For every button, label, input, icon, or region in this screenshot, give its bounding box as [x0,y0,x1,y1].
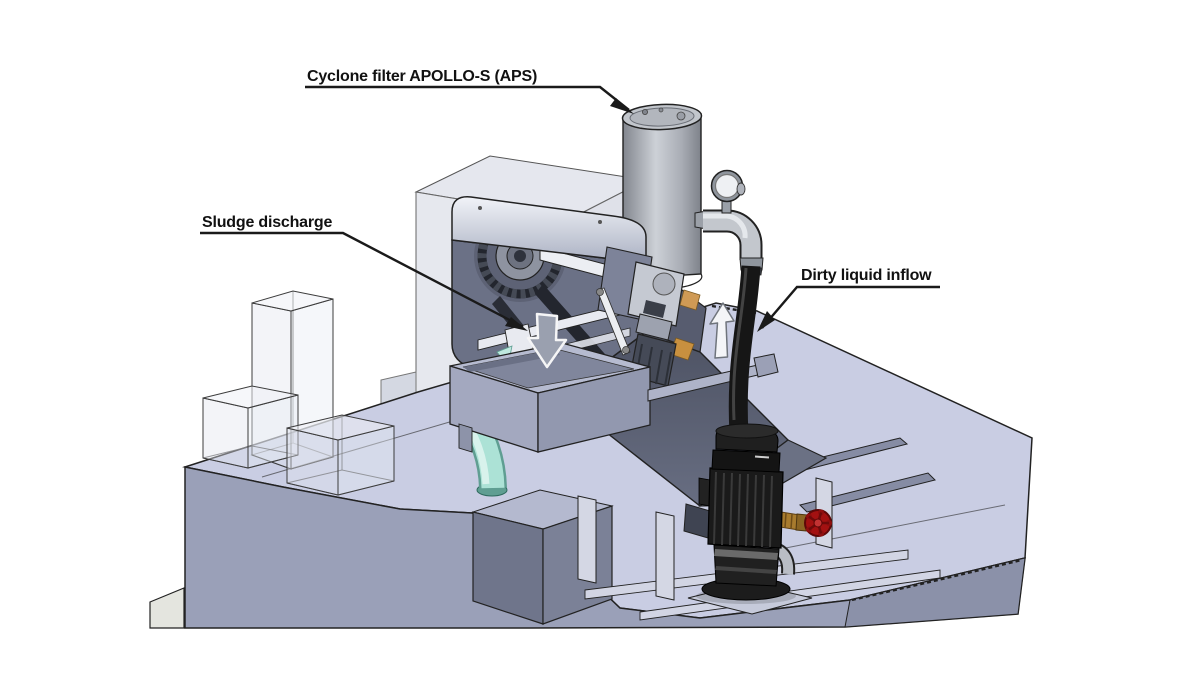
lid-hole [676,111,686,121]
leader-arrowhead [757,311,775,332]
transparent-boxes [202,290,395,496]
motor-bracket-orange [679,289,701,311]
leader-line [305,85,630,111]
callout-sludge-discharge: Sludge discharge [200,214,528,331]
weir-serrated-edge [851,558,1023,602]
inflow-hose [728,265,761,435]
leader-arrowhead [610,98,634,114]
transparent-box-small [202,385,299,469]
lid-hole [658,107,664,113]
label-dirty-liquid-inflow: Dirty liquid inflow [801,267,932,284]
outlet-valve [779,509,832,537]
pump-label-band [711,449,781,473]
callout-dirty-liquid-inflow: Dirty liquid inflow [757,267,940,332]
callouts: Cyclone filter APOLLO-S (APS) Sludge dis… [200,68,940,332]
inflow-arrow-up-icon [709,302,735,359]
label-cyclone-filter: Cyclone filter APOLLO-S (APS) [307,68,537,85]
leader-line [200,231,524,329]
tank-foot [149,587,185,629]
sludge-tray [449,342,779,453]
leader-arrowhead [505,317,528,331]
coolant-pump [696,423,832,604]
lid-hole [642,109,649,116]
support-leg [577,495,597,584]
discharge-arrow-down-icon [526,312,568,369]
leader-line [761,285,940,329]
label-sludge-discharge: Sludge discharge [202,214,332,231]
callout-cyclone-filter: Cyclone filter APOLLO-S (APS) [305,68,634,114]
tank-front-face [184,466,1026,629]
tank-baffle-wall [799,472,936,513]
tank-right-face [844,557,1026,628]
gearbox [627,261,685,327]
transparent-box-medium [286,414,395,496]
support-leg [655,511,675,601]
inflow-elbow-and-gauge [694,169,764,276]
conveyor-top-cover [451,196,647,264]
chain-run [535,284,612,372]
